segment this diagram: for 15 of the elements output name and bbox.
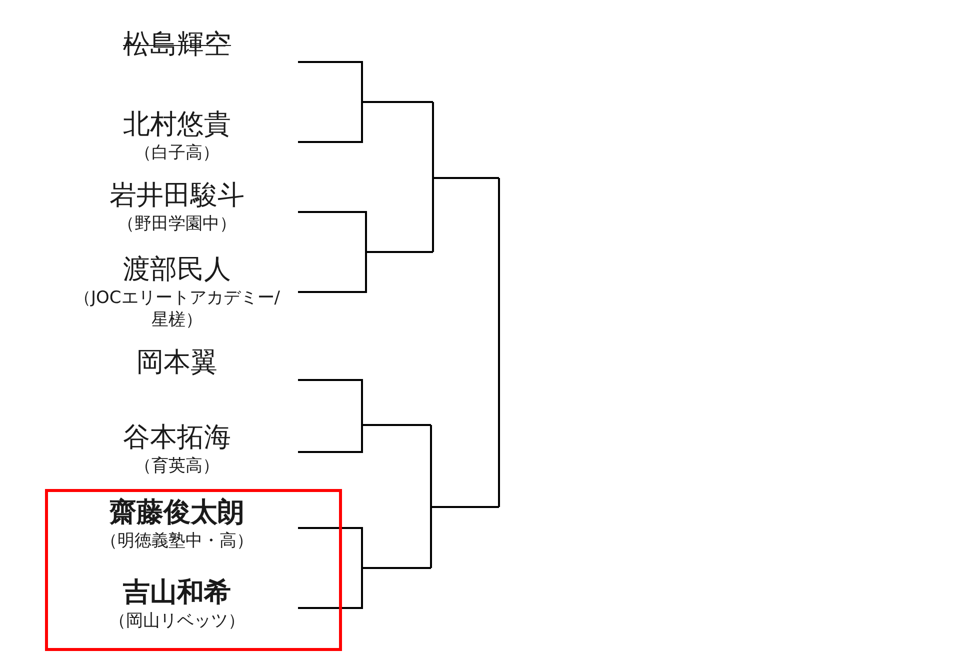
player-affiliation: （野田学園中）: [118, 213, 236, 235]
player-name: 齋藤俊太朗: [110, 496, 244, 530]
player-name: 岩井田駿斗: [110, 179, 244, 213]
player-affiliation: （育英高）: [134, 455, 220, 477]
player-name: 吉山和希: [123, 576, 231, 610]
player-affiliation: （白子高）: [134, 142, 220, 164]
player-name: 渡部民人: [123, 253, 231, 287]
player-name: 岡本翼: [136, 346, 218, 380]
player-affiliation: （JOCエリートアカデミー/星槎）: [73, 287, 281, 331]
highlight-frame: [45, 489, 342, 651]
player-affiliation: （岡山リベッツ）: [109, 610, 245, 632]
player-name: 谷本拓海: [123, 421, 231, 455]
player-name: 松島輝空: [123, 28, 231, 62]
player-affiliation: （明徳義塾中・高）: [100, 530, 254, 552]
player-name: 北村悠貴: [123, 108, 231, 142]
